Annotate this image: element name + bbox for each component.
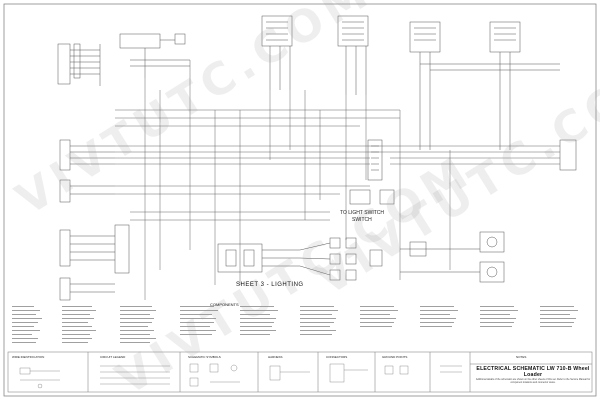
title-sub: Additional details of the schematic are …: [475, 378, 591, 384]
legend-symbols: [19, 363, 462, 389]
legend-title-connectors: CONNECTORS: [326, 355, 348, 359]
title-main: ELECTRICAL SCHEMATIC LW 710-B Wheel Load…: [476, 366, 590, 378]
relay-module-b: [337, 15, 369, 95]
relay-module-d: [420, 21, 560, 150]
wire-bus: [115, 109, 560, 221]
legend-title-harness: HARNESS: [268, 355, 283, 359]
right-devices: [349, 139, 577, 283]
sheet-border: [3, 3, 597, 397]
legend-title-circuit: CIRCUIT LEGEND: [100, 355, 126, 359]
legend-title-ground: GROUND POINTS: [382, 355, 408, 359]
legend-frame: [7, 351, 593, 393]
legend-title-notes: NOTES: [516, 355, 527, 359]
components-heading: COMPONENTS: [210, 302, 239, 307]
wire-risers: [144, 60, 451, 300]
central-junction: [367, 139, 383, 181]
title-block: ELECTRICAL SCHEMATIC LW 710-B Wheel Load…: [470, 366, 596, 384]
legend-title-wire-id: WIRE IDENTIFICATION: [12, 355, 45, 359]
relay-module-a: [261, 15, 293, 90]
connector-group-top-left: [57, 33, 190, 86]
sheet-label: SHEET 3 - LIGHTING: [236, 282, 304, 288]
relay-module-c: [409, 21, 441, 150]
lower-switch-block: [217, 237, 383, 281]
components-list: [12, 306, 578, 343]
circuit-breaker-sublabel: SWITCH: [352, 217, 372, 223]
legend-title-symbols: SCHEMATIC SYMBOLS: [188, 355, 221, 359]
connector-group-left-mid: [59, 139, 130, 301]
circuit-breaker-label: TO LIGHT SWITCH: [340, 210, 384, 216]
